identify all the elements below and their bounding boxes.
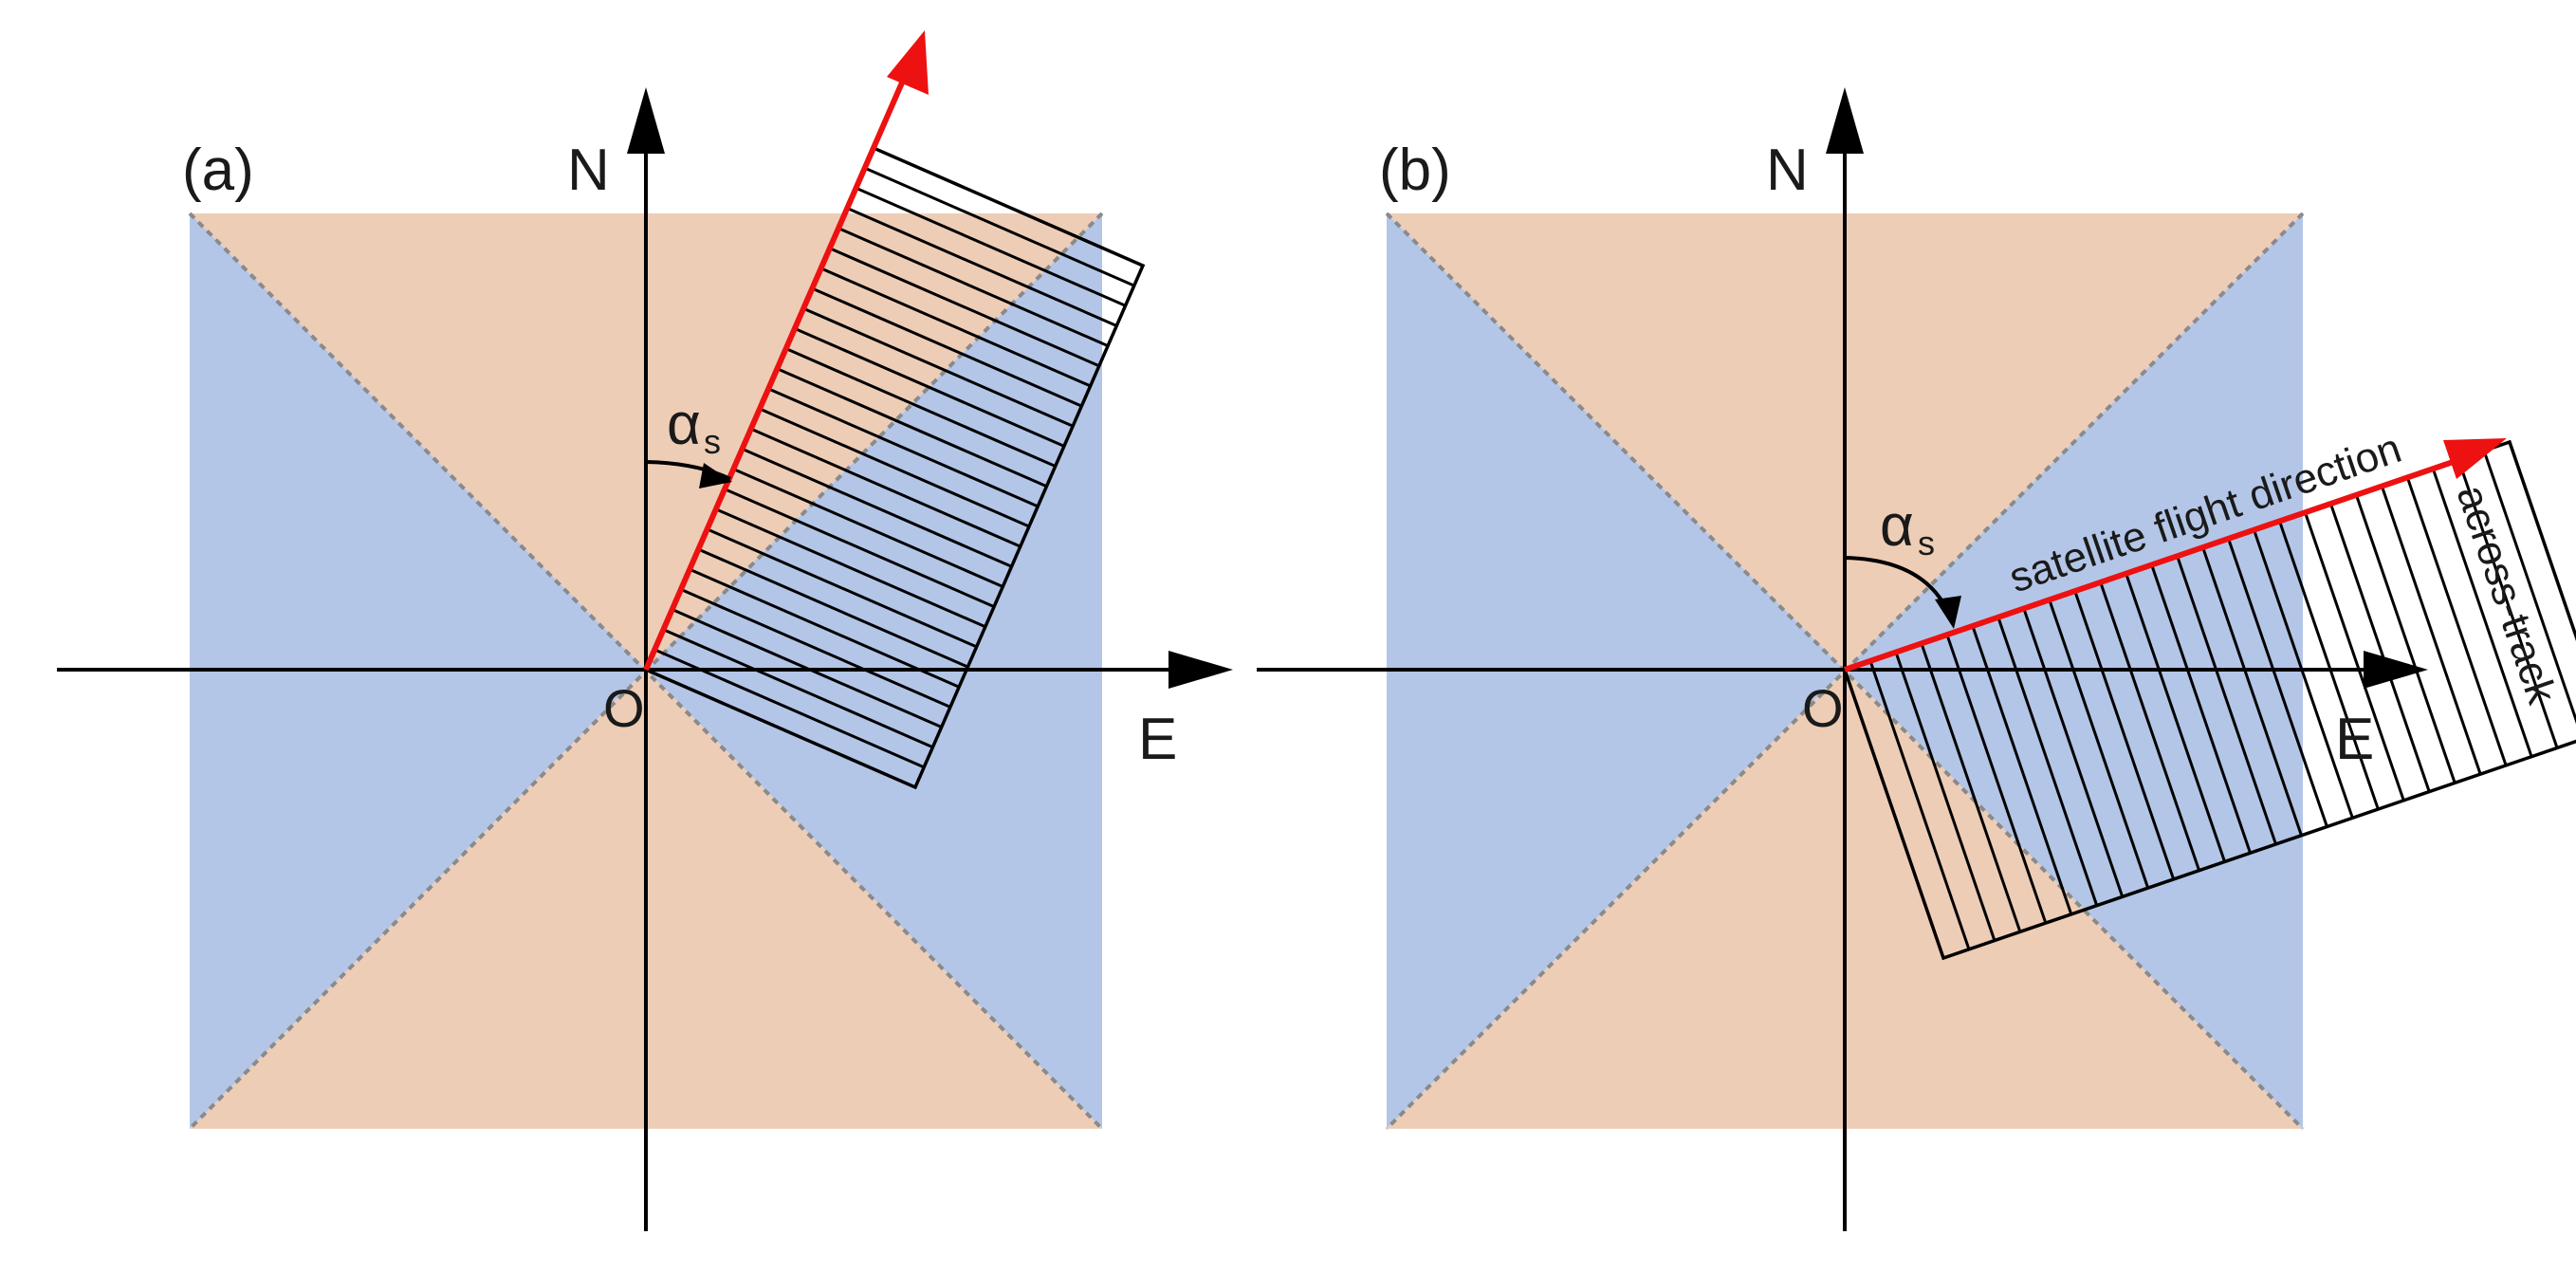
panel-a-east-arrowhead [1168,651,1233,689]
panel-a-origin-label: O [603,678,645,738]
panel-a: (a) N E O α s [57,30,1233,1231]
panel-b-angle-subscript: s [1918,524,1935,562]
panel-b-swath-line [2099,581,2201,872]
panel-a-swath-line [750,427,1021,548]
panel-a-swath-line [855,186,1127,307]
panel-b-swath-line [2227,538,2328,828]
panel-b-swath-line [2303,511,2405,802]
panel-b-swath-line [1868,660,1971,950]
panel-a-angle-arrowhead [699,463,732,489]
panel-b-east-label: E [2335,707,2374,772]
panel-a-swath-line [715,507,986,629]
panel-a-swath-line [776,367,1048,489]
panel-b-swath-line [1920,642,2022,932]
panel-b-swath-line [2125,572,2226,862]
panel-b-east-arrowhead [2364,651,2428,689]
panel-b-swath-line [2456,458,2559,748]
panel-b-swath-line [2252,528,2354,819]
panel-a-angle-arc [645,460,731,481]
panel-a-swath-line [820,267,1092,388]
panel-a-swath-line [864,166,1135,287]
panel-a-swath-line [794,327,1065,448]
panel-b-swath-line [2277,520,2380,810]
panel-b-angle-symbol: α [1880,493,1914,559]
panel-a-swath-line [741,447,1013,568]
panel-b-swath-line [2431,468,2533,758]
panel-a-north-arrowhead [627,87,665,154]
panel-a-swath-line [759,407,1030,528]
panel-b-north-label: N [1766,138,1809,203]
panel-b-swath-line [2073,590,2176,880]
panel-b-swath-line [1945,634,2048,924]
panel-a-swath-line [837,227,1109,347]
panel-a-angle-symbol: α [667,392,701,457]
panel-b-swath-line [2022,607,2125,897]
panel-a-tag: (a) [182,138,254,203]
panel-a-swath-line [707,527,978,649]
panel-b-flight-arrowhead [2443,438,2507,479]
panel-a-swath-line [680,588,951,709]
panel-a-swath-line [811,286,1082,408]
panel-b-swath-line [2328,503,2431,793]
panel-b-swath-line [2176,555,2277,845]
panel-a-angle-subscript: s [704,422,721,461]
panel-b-swath-line [2150,563,2252,854]
panel-a-swath-line [802,306,1074,428]
panel-b-flight-direction [1844,456,2462,673]
panel-b-swath-line [2482,450,2576,725]
panel-b-swath-line [1971,625,2073,915]
panel-b-north-arrowhead [1826,87,1864,154]
panel-b-swath-line [2380,485,2482,775]
panel-a-north-label: N [567,138,610,203]
panel-b-swath-line [1894,652,1996,942]
panel-b: (b) N E O α s satellite flight direction… [1257,87,2576,1231]
panel-a-east-label: E [1138,707,1177,772]
panel-a-swath-line [689,567,960,689]
panel-b-swath-line [2354,493,2456,783]
panel-a-flight-direction [643,72,909,672]
panel-a-swath-line [846,207,1117,327]
panel-a-swath [643,145,1146,790]
panel-a-swath-line [724,488,995,608]
panel-b-swath-line [2048,599,2150,889]
panel-b-tag: (b) [1379,138,1451,203]
panel-a-swath-line [785,347,1057,468]
panel-b-origin-label: O [1802,678,1844,738]
panel-b-swath-line [2405,476,2508,766]
panel-a-flight-arrowhead [887,30,929,95]
panel-a-swath-line [732,468,1003,588]
panel-b-swath-line [2201,546,2303,837]
panel-a-swath-line [829,247,1100,368]
panel-a-swath-line [767,387,1039,508]
panel-b-swath-line [1996,617,2099,907]
panel-a-swath-line [662,628,934,749]
panel-a-swath-line [697,547,968,669]
panel-b-angle-arrowhead [1935,596,1961,629]
